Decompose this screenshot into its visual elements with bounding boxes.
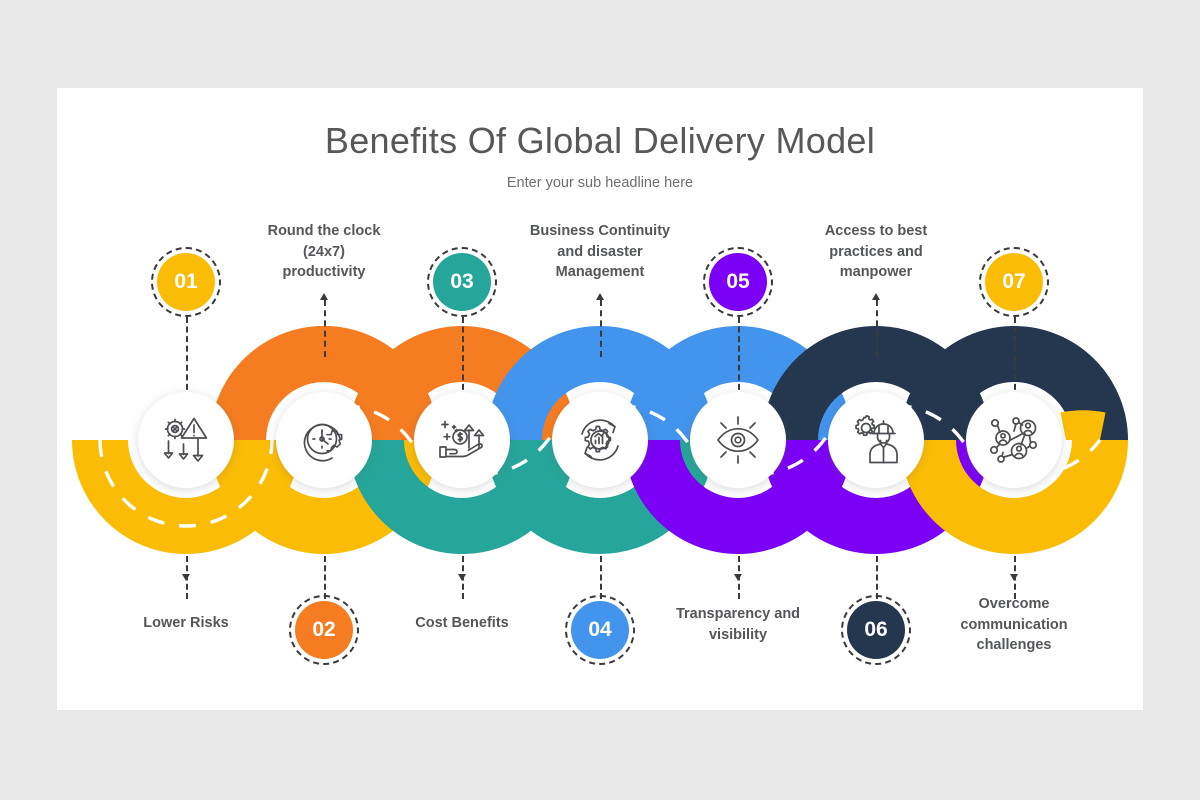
connector-07 bbox=[1014, 317, 1016, 409]
badge-ring-07 bbox=[979, 247, 1049, 317]
arrowhead-03-down bbox=[457, 574, 466, 581]
arrowhead-06 bbox=[871, 293, 880, 300]
connector-06 bbox=[876, 300, 878, 357]
icon-circle-05[interactable] bbox=[690, 392, 786, 488]
icon-circle-06[interactable] bbox=[828, 392, 924, 488]
page-subtitle: Enter your sub headline here bbox=[506, 175, 694, 191]
step-label-06-line2: practices and bbox=[829, 243, 923, 260]
connector-02 bbox=[324, 300, 326, 357]
badge-04[interactable]: 04 bbox=[571, 601, 629, 659]
hand-money-growth-icon bbox=[439, 420, 485, 458]
step-label-02: Round the clock (24x7) productivity bbox=[234, 221, 414, 283]
connector-03 bbox=[462, 317, 464, 409]
step-label-04: Business Continuity and disaster Managem… bbox=[510, 221, 690, 283]
badge-ring-04 bbox=[565, 595, 635, 665]
badge-ring-05 bbox=[703, 247, 773, 317]
step-label-04-line1: Business Continuity bbox=[529, 223, 671, 239]
step-label-07-line2: communication bbox=[960, 616, 1068, 633]
step-label-07-line3: challenges bbox=[976, 637, 1052, 654]
connector-05 bbox=[738, 317, 740, 409]
badge-ring-01 bbox=[151, 247, 221, 317]
icon-circle-03[interactable] bbox=[414, 392, 510, 488]
connector-02-down bbox=[324, 556, 326, 599]
slide-canvas: Benefits Of Global Delivery Model Enter … bbox=[57, 88, 1143, 710]
clock-gear-icon bbox=[303, 423, 343, 462]
step-label-06-line1: Access to best bbox=[824, 223, 928, 239]
badge-ring-02 bbox=[289, 595, 359, 665]
page-title: Benefits Of Global Delivery Model bbox=[324, 120, 876, 161]
icon-circle-04[interactable] bbox=[552, 392, 648, 488]
step-label-07: Overcome communication challenges bbox=[934, 594, 1094, 656]
badge-03[interactable]: 03 bbox=[433, 253, 491, 311]
connector-04 bbox=[600, 300, 602, 357]
step-label-03: Cost Benefits bbox=[415, 615, 509, 631]
step-label-06: Access to best practices and manpower bbox=[786, 221, 966, 283]
arrowhead-07-down bbox=[1009, 574, 1018, 581]
connector-06-down bbox=[876, 556, 878, 599]
worker-gear-icon bbox=[855, 414, 898, 464]
badge-07[interactable]: 07 bbox=[985, 253, 1043, 311]
arrowhead-05-down bbox=[733, 574, 742, 581]
step-label-05: Transparency and visibility bbox=[658, 604, 818, 645]
step-label-05-line1: Transparency and bbox=[675, 606, 801, 622]
step-label-04-line2: and disaster bbox=[557, 243, 643, 260]
step-label-02-line3: productivity bbox=[282, 264, 366, 281]
arrowhead-02 bbox=[319, 293, 328, 300]
badge-02[interactable]: 02 bbox=[295, 601, 353, 659]
road-segment-9 bbox=[1060, 410, 1106, 440]
connector-01 bbox=[186, 317, 188, 409]
arrowhead-04 bbox=[595, 293, 604, 300]
step-label-05-line2: visibility bbox=[708, 626, 768, 643]
step-label-02-line1: Round the clock bbox=[267, 223, 381, 239]
badge-06[interactable]: 06 bbox=[847, 601, 905, 659]
step-label-02-line2: (24x7) bbox=[303, 243, 345, 260]
step-label-01: Lower Risks bbox=[143, 615, 229, 631]
badge-ring-03 bbox=[427, 247, 497, 317]
step-label-07-line1: Overcome bbox=[978, 596, 1050, 612]
gear-chart-cycle-icon bbox=[581, 419, 619, 461]
icon-circle-01[interactable] bbox=[138, 392, 234, 488]
risk-reduction-icon bbox=[163, 417, 208, 462]
icon-circle-07[interactable] bbox=[966, 392, 1062, 488]
eye-visibility-icon bbox=[717, 416, 759, 464]
arrowhead-01-down bbox=[181, 574, 190, 581]
people-network-icon bbox=[989, 417, 1038, 463]
connector-04-down bbox=[600, 556, 602, 599]
step-label-06-line3: manpower bbox=[839, 264, 913, 281]
badge-ring-06 bbox=[841, 595, 911, 665]
step-label-04-line3: Management bbox=[555, 264, 645, 281]
icon-circle-02[interactable] bbox=[276, 392, 372, 488]
badge-01[interactable]: 01 bbox=[157, 253, 215, 311]
badge-05[interactable]: 05 bbox=[709, 253, 767, 311]
